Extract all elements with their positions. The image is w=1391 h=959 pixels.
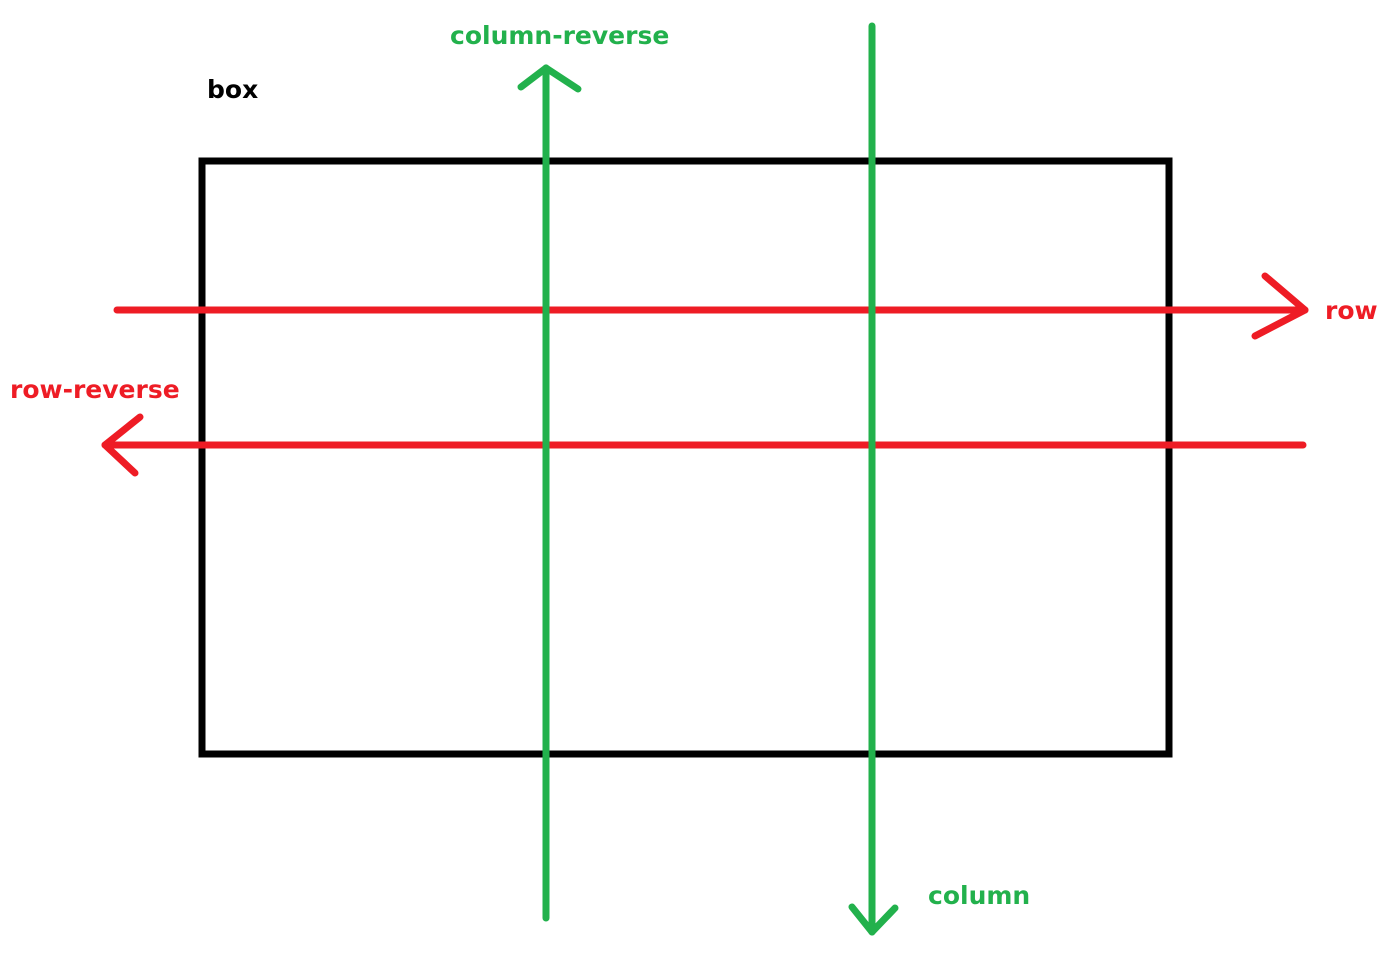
column-reverse-arrow [517, 64, 582, 922]
row-arrowhead [1251, 272, 1309, 340]
row-arrow [113, 272, 1309, 340]
column-label: column [928, 881, 1031, 910]
box-rectangle [198, 157, 1173, 758]
column-arrowhead [848, 903, 899, 936]
row-reverse-arrowhead [101, 413, 144, 477]
column-reverse-label: column-reverse [450, 21, 670, 50]
row-label: row [1325, 296, 1378, 325]
row-reverse-arrow [101, 413, 1307, 477]
box-label: box [207, 75, 259, 104]
column-arrow [848, 22, 899, 936]
row-reverse-label: row-reverse [10, 375, 180, 404]
column-reverse-arrowhead [517, 64, 582, 93]
